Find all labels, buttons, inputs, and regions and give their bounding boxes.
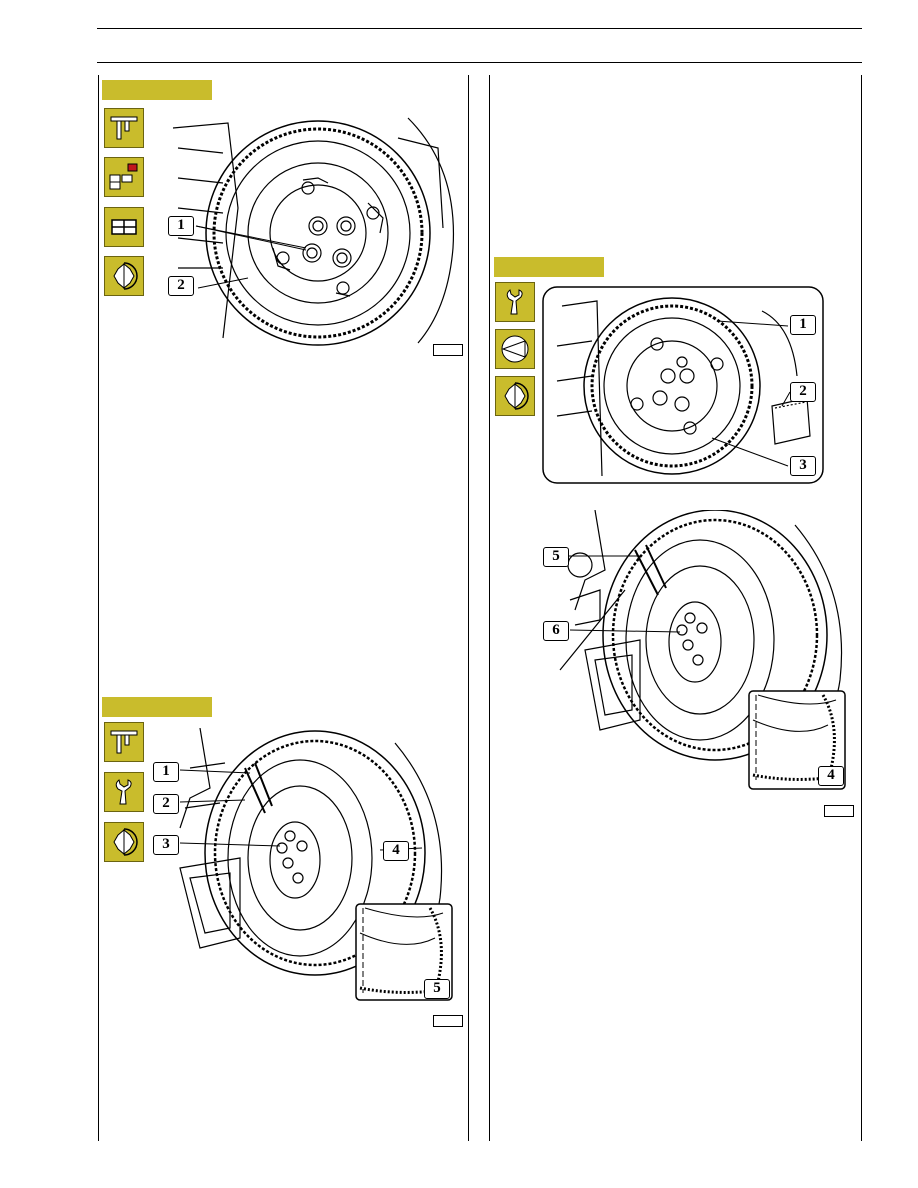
torque-hex-icon	[495, 376, 535, 416]
figure-2-callout-1: 1	[153, 762, 179, 782]
figure-2-tab	[102, 697, 212, 717]
figure-1-callout-2: 2	[168, 276, 194, 296]
figure-2-callout-4: 4	[383, 841, 409, 861]
header-rule-top	[97, 28, 862, 29]
flywheel-ring-gear-drawing	[172, 117, 455, 346]
torque-hex-icon	[104, 822, 144, 862]
flywheel-assembly-drawing	[559, 510, 843, 786]
figure-4-callout-6: 6	[543, 621, 569, 641]
figure-1-callout-1: 1	[168, 216, 194, 236]
caliper-tool-icon	[104, 108, 144, 148]
figure-2-callout-2: 2	[153, 794, 179, 814]
flywheel-timing-tool-drawing	[542, 286, 824, 484]
column-rule-right	[489, 75, 490, 1141]
figure-1-number-box	[433, 344, 463, 356]
figure-4-callout-5: 5	[543, 547, 569, 567]
wrench-tool-icon	[495, 282, 535, 322]
torque-hex-icon	[104, 256, 144, 296]
figure-3-callout-1: 1	[790, 315, 816, 335]
right-margin-rule	[861, 75, 862, 1141]
wrench-tool-icon	[104, 772, 144, 812]
figure-3-tab	[494, 257, 604, 277]
figure-3-callout-3: 3	[790, 456, 816, 476]
grid-view-icon	[104, 207, 144, 247]
left-margin-rule	[98, 75, 99, 1141]
angle-gauge-icon	[495, 329, 535, 369]
assembly-diagram-icon	[104, 157, 144, 197]
figure-3-callout-2: 2	[790, 382, 816, 402]
figure-4-number-box	[824, 805, 854, 817]
figure-2-detail-inset	[355, 903, 453, 1001]
figure-1-tab	[102, 80, 212, 100]
figure-4-callout-4: 4	[818, 766, 844, 786]
header-rule-bottom	[97, 62, 862, 63]
column-rule-left	[468, 75, 469, 1141]
caliper-tool-icon	[104, 722, 144, 762]
figure-2-callout-5: 5	[424, 979, 450, 999]
figure-2-number-box	[433, 1015, 463, 1027]
figure-2-callout-3: 3	[153, 835, 179, 855]
